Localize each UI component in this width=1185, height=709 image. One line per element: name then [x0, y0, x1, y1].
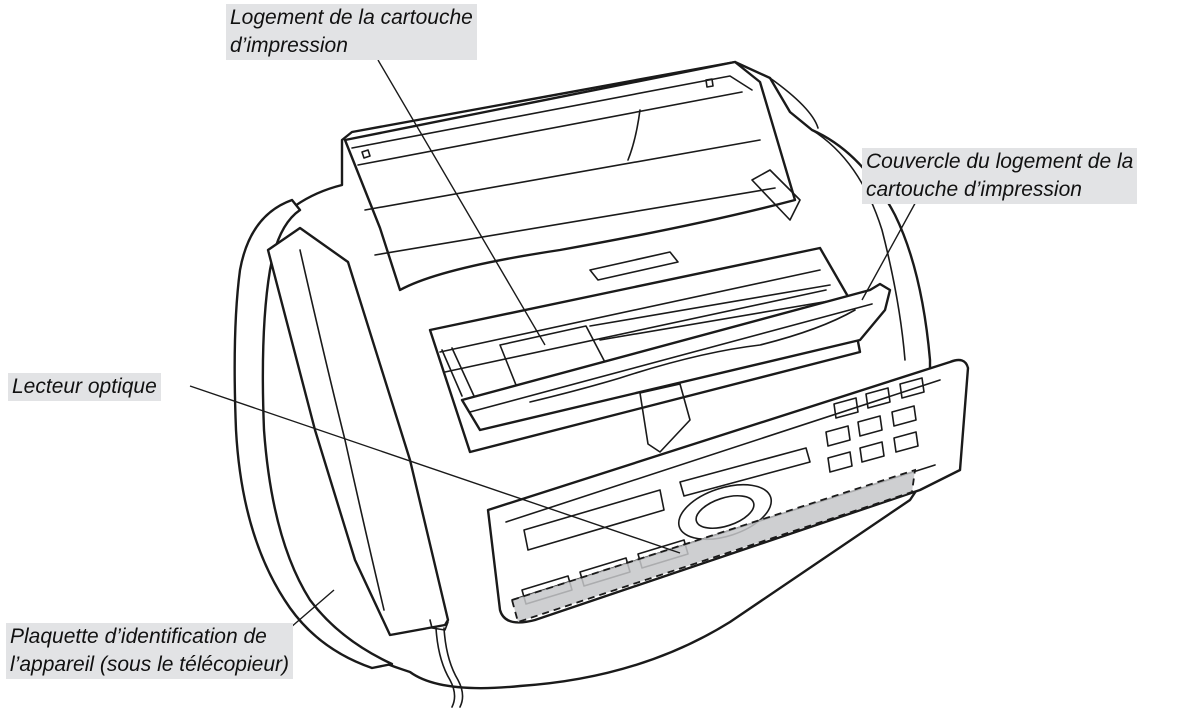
callout-id-plate-line2: l’appareil (sous le télécopieur) [10, 653, 289, 676]
callout-cartridge-cover-line2: cartouche d’impression [866, 178, 1082, 201]
leader-cartridge-slot [377, 59, 546, 346]
callout-cartridge-cover: Couvercle du logement de la cartouche d’… [862, 148, 1138, 204]
callout-scanner: Lecteur optique [8, 373, 161, 401]
handset-cord [435, 627, 464, 708]
scanner-zone [510, 468, 917, 624]
callout-cartridge-slot-line2: d’impression [230, 34, 348, 57]
callout-cartridge-slot: Logement de la cartouche d’impression [226, 4, 477, 60]
callout-cartridge-cover-line1: Couvercle du logement de la [866, 150, 1134, 173]
callout-id-plate: Plaquette d’identification de l’appareil… [6, 623, 293, 679]
callout-scanner-line1: Lecteur optique [12, 375, 157, 398]
cartridge-cover [460, 282, 892, 453]
handset [233, 198, 450, 670]
callout-cartridge-slot-line1: Logement de la cartouche [230, 6, 473, 29]
leader-lines [189, 59, 919, 629]
leader-cartridge-cover [861, 197, 919, 301]
compartment-lid [343, 60, 797, 292]
leader-id-plate [289, 589, 335, 629]
leader-scanner [189, 385, 681, 554]
callout-id-plate-line1: Plaquette d’identification de [10, 625, 267, 648]
